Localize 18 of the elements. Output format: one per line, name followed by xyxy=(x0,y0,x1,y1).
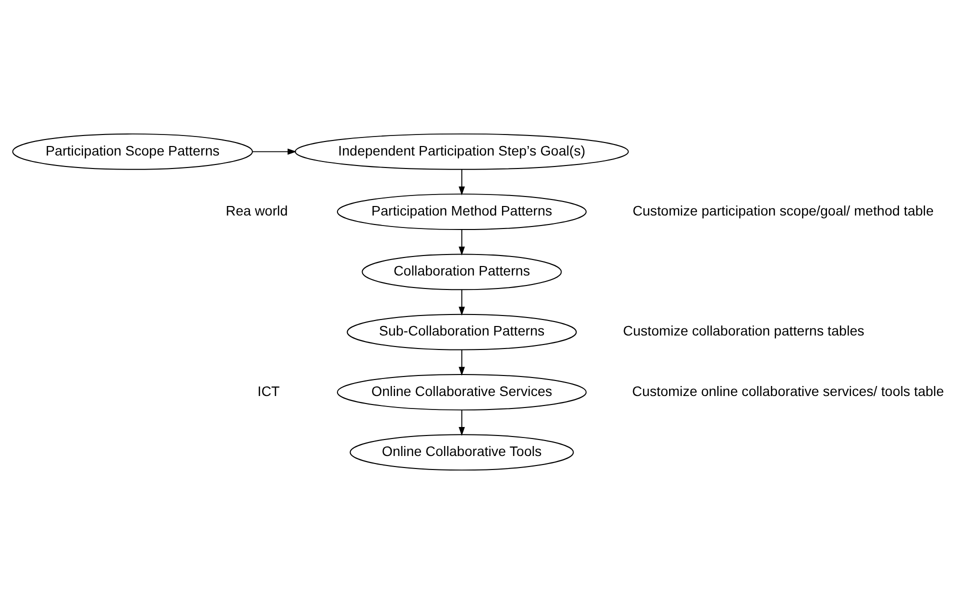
node-ellipse: Online Collaborative Services xyxy=(336,373,587,410)
node-ellipse: Participation Scope Patterns xyxy=(12,132,253,170)
node-ellipse: Independent Participation Step’s Goal(s) xyxy=(294,132,629,170)
node-ellipse: Sub-Collaboration Patterns xyxy=(346,313,577,350)
arrow xyxy=(458,288,465,316)
arrow xyxy=(458,168,465,195)
label: ICT xyxy=(257,383,280,398)
arrow xyxy=(458,348,465,376)
node-ellipse: Participation Method Patterns xyxy=(336,193,587,230)
label: Customize participation scope/goal/ method table xyxy=(632,202,934,218)
node-ellipse: Collaboration Patterns xyxy=(362,253,562,290)
label: Customize online collaborative services/ tools table xyxy=(632,383,944,398)
arrow xyxy=(458,228,465,255)
arrow xyxy=(458,409,465,436)
node-ellipse: Online Collaborative Tools xyxy=(350,434,574,470)
label: Customize collaboration patterns tables xyxy=(623,323,864,338)
arrow xyxy=(252,148,296,154)
label: Rea world xyxy=(226,202,288,218)
